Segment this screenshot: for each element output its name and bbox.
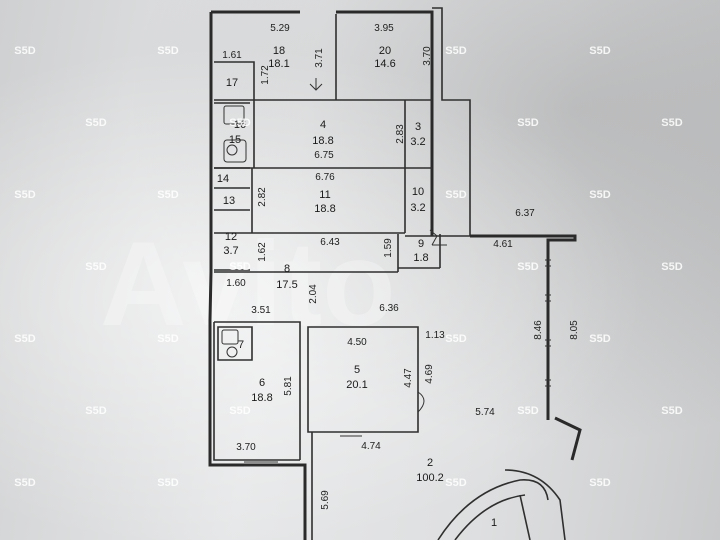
room-1-id: 1 [491,517,497,529]
room-2-area: 100.2 [416,472,444,484]
watermark-tag: S5D [661,261,682,273]
room-9-id: 9 [418,238,424,250]
room-10-id: 10 [412,186,424,198]
room-9-area: 1.8 [413,252,428,264]
dim-label: 1.72 [260,65,271,85]
watermark-tag: S5D [229,405,250,417]
dim-label: 4.50 [347,337,367,348]
watermark-tag: S5D [157,45,178,57]
dim-label: 4.69 [424,364,435,384]
watermark-tag: S5D [589,189,610,201]
room-14-id: 14 [217,173,229,185]
room-8-id: 8 [284,263,290,275]
watermark-tag: S5D [517,117,538,129]
room-4-id: 4 [320,119,326,131]
balcony-curves [437,469,566,540]
dim-label: 2.83 [395,124,406,144]
dim-label: 4.74 [361,441,381,452]
watermark-tag: S5D [14,477,35,489]
dim-label: 3.95 [374,23,394,34]
room-6-area: 18.8 [251,392,272,404]
dim-label: 5.81 [283,376,294,396]
watermark-tag: S5D [445,189,466,201]
room-11-id: 11 [319,189,330,201]
dim-label: 4.47 [403,368,414,388]
room-12-area: 3.7 [223,245,238,257]
room-12-id: 12 [225,231,237,243]
dim-label: 3.71 [314,48,325,68]
walls [208,7,582,540]
dim-label: 3.70 [422,46,433,66]
watermark-tag: S5D [14,45,35,57]
watermark-tag: S5D [14,189,35,201]
dimension-labels: 5.29 3.95 1.61 3.71 3.70 1.72 2.83 6.75 … [222,23,580,510]
dim-label: 6.43 [320,237,340,248]
watermark-tag: S5D [229,117,250,129]
dim-label: 1.62 [257,242,268,262]
room-16-id: 16 [234,119,246,131]
dim-label: 3.70 [236,442,256,453]
room-18-id: 18 [273,45,285,57]
watermark-brand: Avito [100,217,396,351]
watermark-grid: S5D S5D S5D S5D S5D S5D S5D S5D S5D S5D S5D S5D S5D S… [14,45,682,489]
watermark-tag: S5D [661,117,682,129]
room-15-id: 15 [229,134,241,146]
watermark-tag: S5D [517,405,538,417]
dim-label: 3.51 [251,305,271,316]
watermark-tag: S5D [517,261,538,273]
watermark-tag: S5D [85,405,106,417]
watermark-tag: S5D [445,45,466,57]
room-4-area: 18.8 [312,135,333,147]
room-6-id: 6 [259,377,265,389]
dim-label: 1.60 [226,278,246,289]
room-2-id: 2 [427,457,433,469]
dim-label: 6.36 [379,303,399,314]
watermark-tag: S5D [229,261,250,273]
watermark-tag: S5D [445,477,466,489]
dim-label: 5.29 [270,23,290,34]
watermark-tag: S5D [589,333,610,345]
room-5-area: 20.1 [346,379,367,391]
dim-label: 2.04 [308,284,319,304]
dim-label: 6.75 [314,150,334,161]
watermark-tag: S5D [589,477,610,489]
watermark-tag: S5D [661,405,682,417]
room-7-id: 7 [238,339,244,351]
room-3-id: 3 [415,121,421,133]
watermark-tag: S5D [157,333,178,345]
dim-label: 8.05 [569,320,580,340]
dim-label: 6.37 [515,208,535,219]
room-17-id: 17 [226,77,238,89]
fixtures [221,78,447,413]
watermark-tag: S5D [445,333,466,345]
dim-label: 1.59 [383,238,394,258]
room-labels: 18 18.1 20 14.6 17 15 16 4 18.8 3 3.2 14… [217,45,497,529]
dim-label: 6.76 [315,172,335,183]
windows [244,259,551,467]
room-20-id: 20 [379,45,391,57]
room-5-id: 5 [354,364,360,376]
watermark-tag: S5D [157,189,178,201]
watermark-tag: S5D [85,261,106,273]
dim-label: 2.82 [257,187,268,207]
dim-label: 8.46 [533,320,544,340]
room-3-area: 3.2 [410,136,425,148]
room-13-id: 13 [223,195,235,207]
room-18-area: 18.1 [268,58,289,70]
watermark-tag: S5D [157,477,178,489]
room-8-area: 17.5 [276,279,297,291]
watermark-tag: S5D [85,117,106,129]
watermark-tag: S5D [589,45,610,57]
dim-label: 1.13 [425,330,445,341]
dim-label: 4.61 [493,239,513,250]
room-10-area: 3.2 [410,202,425,214]
room-11-area: 18.8 [314,203,335,215]
dim-label: 5.69 [320,490,331,510]
room-20-area: 14.6 [374,58,395,70]
dim-label: 5.74 [475,407,495,418]
dim-label: 1.61 [222,50,242,61]
watermark-tag: S5D [14,333,35,345]
